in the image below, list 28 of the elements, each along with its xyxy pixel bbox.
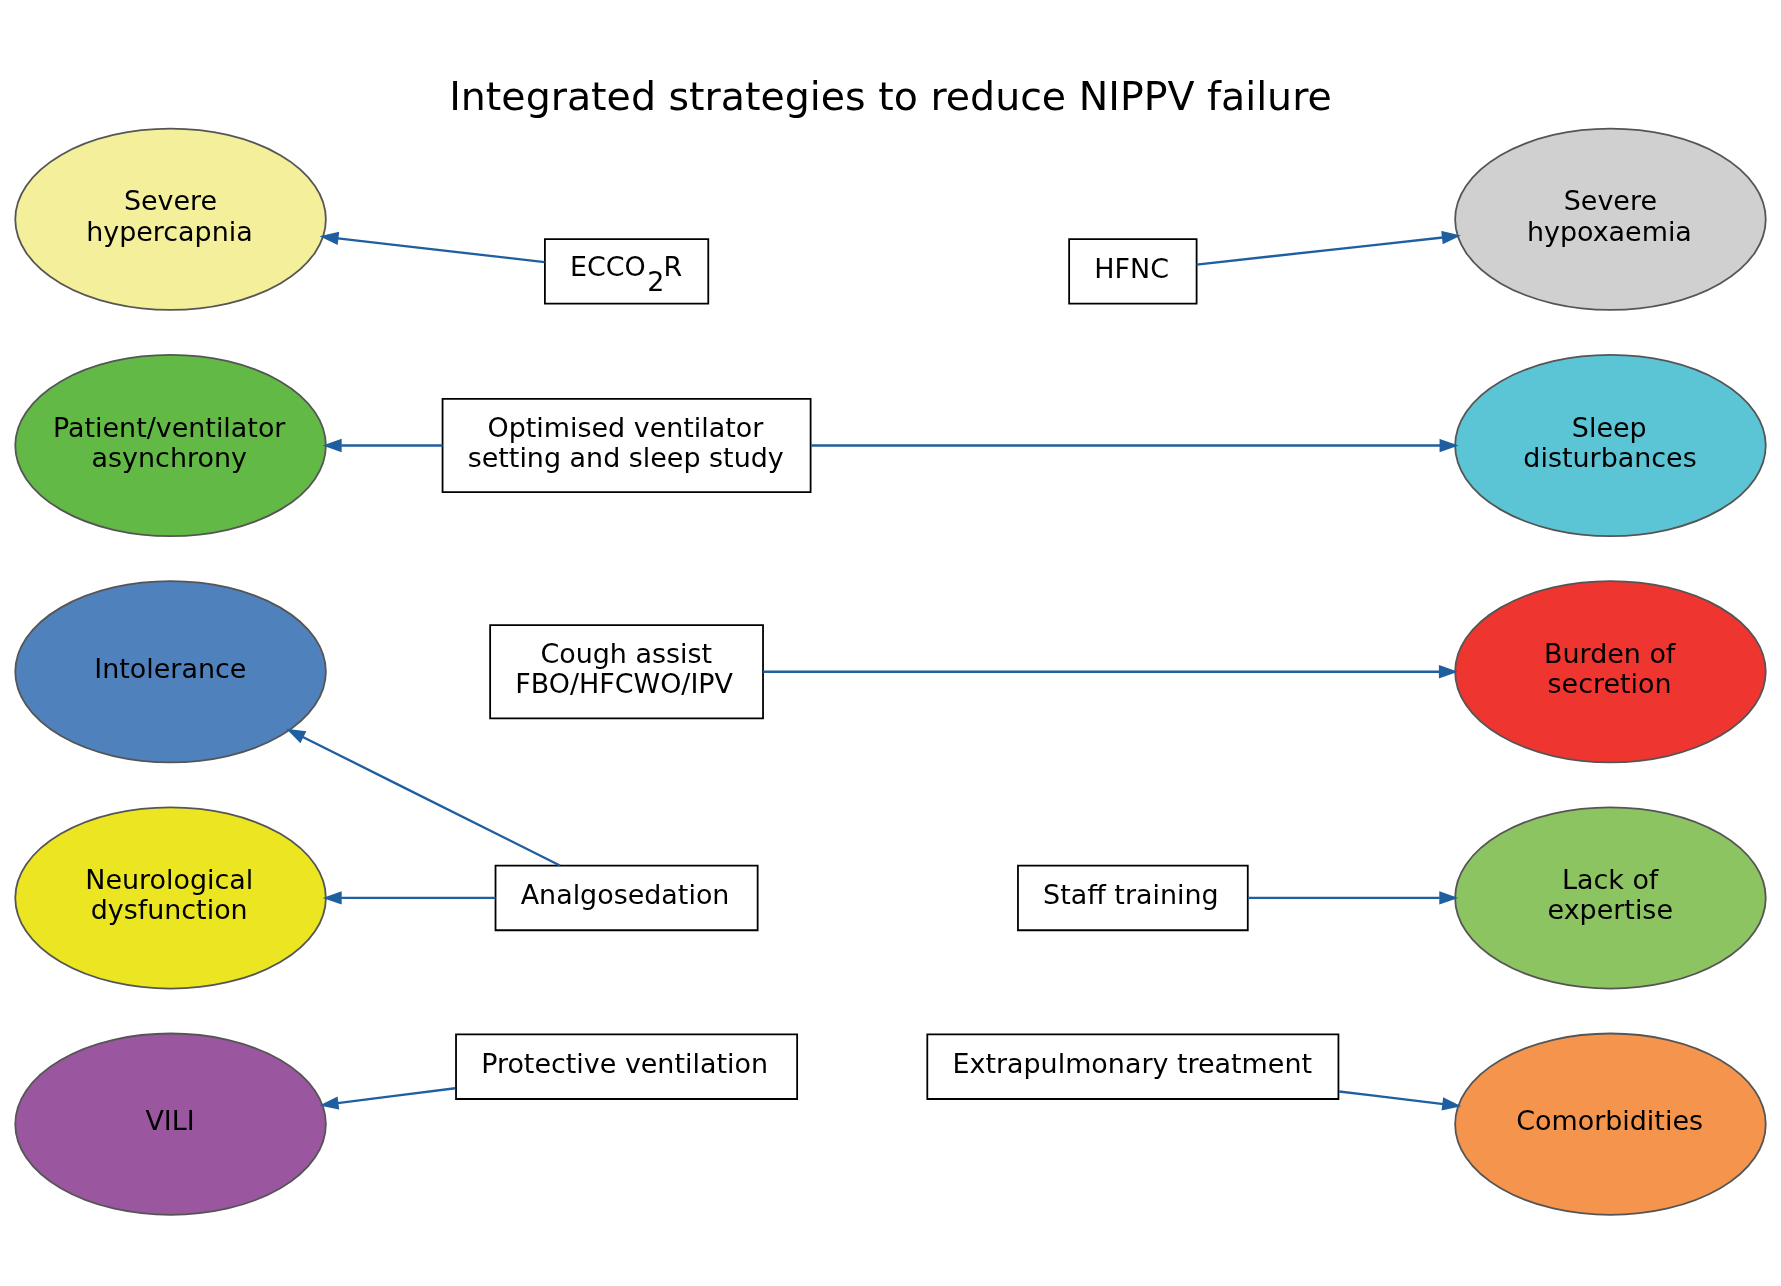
node-ellipse: Sleep disturbances — [1454, 353, 1767, 538]
node-box: Optimised ventilator setting and sleep study — [441, 397, 812, 494]
node-box: Extrapulmonary treatment — [926, 1033, 1340, 1100]
node-ellipse: Comorbidities — [1454, 1032, 1767, 1216]
node-ellipse: Burden of secretion — [1454, 580, 1767, 764]
node-ellipse: Neurological dysfunction — [14, 806, 327, 990]
node-ellipse: Lack of expertise — [1454, 806, 1767, 990]
node-box: HFNC — [1068, 238, 1198, 305]
arrow — [763, 665, 1458, 679]
diagram-title: Integrated strategies to reduce NIPPV failure — [449, 72, 1332, 119]
arrow — [811, 438, 1459, 453]
arrow — [319, 1087, 456, 1110]
node-ellipse: Severe hypoxaemia — [1454, 127, 1767, 311]
arrow — [1196, 230, 1461, 266]
node-ellipse: Patient/ventilator asynchrony — [14, 353, 327, 538]
node-box: Cough assist FBO/HFCWO/IPV — [489, 624, 764, 720]
node-box: Protective ventilation — [455, 1033, 799, 1100]
arrow — [1248, 891, 1459, 905]
arrow — [322, 438, 443, 453]
node-box: Analgosedation — [494, 864, 759, 932]
arrow — [1339, 1090, 1462, 1111]
node-box: Staff training — [1017, 864, 1249, 932]
arrow — [319, 231, 545, 264]
node-ellipse: VILI — [14, 1032, 327, 1216]
node-ellipse: Severe hypercapnia — [14, 127, 327, 311]
arrow — [286, 728, 561, 867]
arrow — [322, 891, 496, 905]
node-ellipse: Intolerance — [14, 580, 327, 764]
